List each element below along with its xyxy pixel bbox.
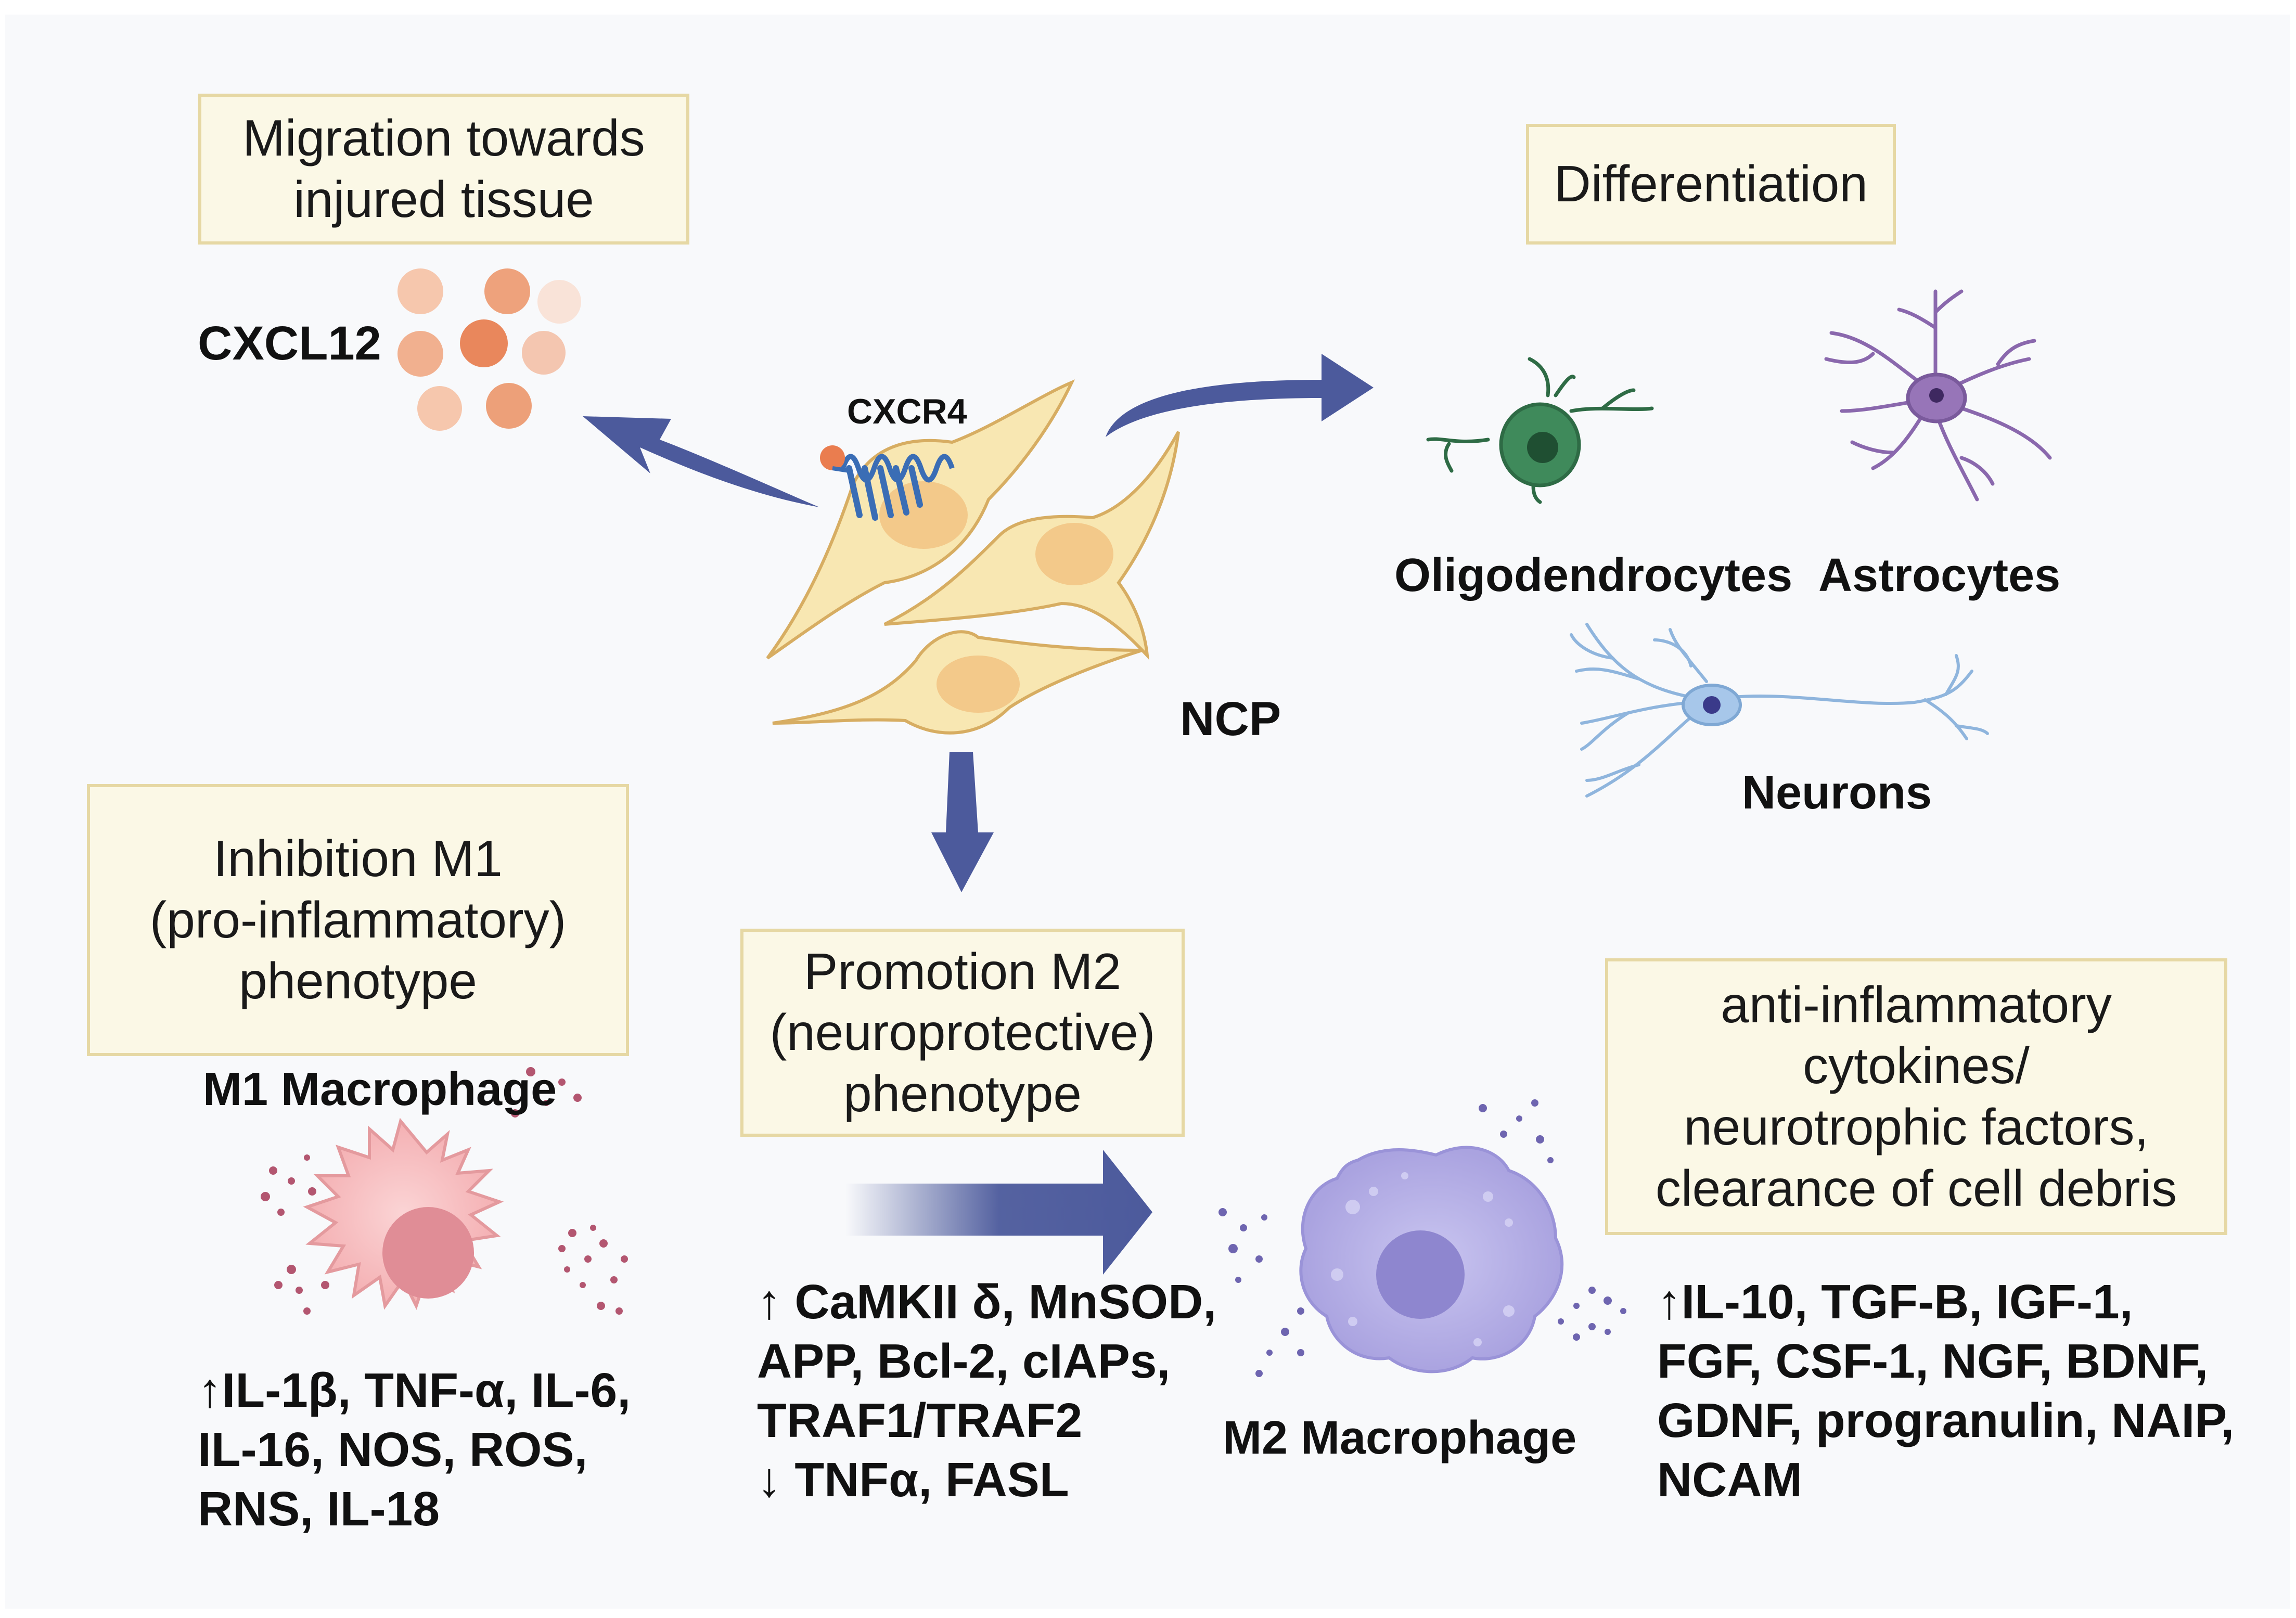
inhibition-box-line-3: phenotype xyxy=(239,952,477,1010)
migration-box-line-1: Migration towards xyxy=(242,109,645,167)
oligodendrocytes-label: Oligodendrocytes xyxy=(1394,549,1793,601)
migration-box: Migration towards injured tissue xyxy=(198,94,689,245)
anti-box-line-1: anti-inflammatory xyxy=(1721,975,2112,1033)
differentiation-box-line-1: Differentiation xyxy=(1554,155,1868,213)
m1-factors-list: ↑IL-1β, TNF-α, IL-6, IL-16, NOS, ROS, RN… xyxy=(198,1360,631,1538)
m1-factors-line: RNS, IL-18 xyxy=(198,1482,440,1536)
m2-factors-line: ↑IL-10, TGF-B, IGF-1, xyxy=(1657,1275,2133,1329)
promotion-m2-box: Promotion M2 (neuroprotective) phenotype xyxy=(740,929,1185,1137)
ncp-label: NCP xyxy=(1180,692,1281,746)
inhibition-box-line-2: (pro-inflammatory) xyxy=(149,891,567,948)
oligodendrocyte-icon xyxy=(1426,357,1654,504)
m1-macrophage-icon xyxy=(261,1067,628,1315)
m1-macrophage-label: M1 Macrophage xyxy=(203,1063,557,1115)
promotion-box-line-3: phenotype xyxy=(843,1064,1082,1122)
m2-factors-line: NCAM xyxy=(1657,1453,1802,1507)
m2-factors-line: GDNF, progranulin, NAIP, xyxy=(1657,1393,2235,1447)
m1-factors-line: ↑IL-1β, TNF-α, IL-6, xyxy=(198,1363,631,1417)
astrocyte-icon xyxy=(1824,289,2052,502)
anti-box-line-2: cytokines/ xyxy=(1803,1037,2030,1095)
m2-macrophage-icon xyxy=(1218,1099,1626,1377)
promotion-box-line-1: Promotion M2 xyxy=(803,942,1121,1000)
ncp-factors-line: TRAF1/TRAF2 xyxy=(757,1393,1083,1447)
m2-factors-list: ↑IL-10, TGF-B, IGF-1, FGF, CSF-1, NGF, B… xyxy=(1657,1272,2234,1509)
cxcl12-chemokine-icon xyxy=(397,268,581,431)
ncp-factors-line: APP, Bcl-2, cIAPs, xyxy=(757,1334,1171,1388)
anti-box-line-3: neurotrophic factors, xyxy=(1684,1098,2149,1155)
cxcr4-receptor-icon xyxy=(820,445,955,521)
neuron-icon xyxy=(1570,623,1989,798)
ncp-factors-list: ↑ CaMKII δ, MnSOD, APP, Bcl-2, cIAPs, TR… xyxy=(757,1272,1216,1509)
migration-arrow-icon xyxy=(583,416,819,507)
differentiation-box: Differentiation xyxy=(1526,124,1896,245)
neurons-label: Neurons xyxy=(1742,767,1932,819)
m2-macrophage-label: M2 Macrophage xyxy=(1223,1412,1577,1464)
astrocytes-label: Astrocytes xyxy=(1818,549,2061,601)
anti-inflammatory-box: anti-inflammatory cytokines/ neurotrophi… xyxy=(1605,958,2227,1235)
inhibition-box-line-1: Inhibition M1 xyxy=(213,830,503,888)
anti-box-line-4: clearance of cell debris xyxy=(1655,1159,2177,1217)
ncp-factors-line: ↑ CaMKII δ, MnSOD, xyxy=(757,1275,1217,1329)
m2-promotion-arrow-icon xyxy=(845,1150,1152,1275)
differentiation-arrow-icon xyxy=(1106,354,1374,437)
m2-factors-line: FGF, CSF-1, NGF, BDNF, xyxy=(1657,1334,2209,1388)
inhibition-m1-box: Inhibition M1 (pro-inflammatory) phenoty… xyxy=(87,784,629,1056)
ncp-factors-line: ↓ TNFα, FASL xyxy=(757,1453,1069,1507)
migration-box-line-2: injured tissue xyxy=(293,171,594,228)
cxcl12-label: CXCL12 xyxy=(198,317,381,370)
m1-factors-line: IL-16, NOS, ROS, xyxy=(198,1422,588,1476)
cxcr4-label: CXCR4 xyxy=(847,392,967,431)
promotion-box-line-2: (neuroprotective) xyxy=(769,1004,1156,1061)
down-arrow-icon xyxy=(931,752,994,892)
